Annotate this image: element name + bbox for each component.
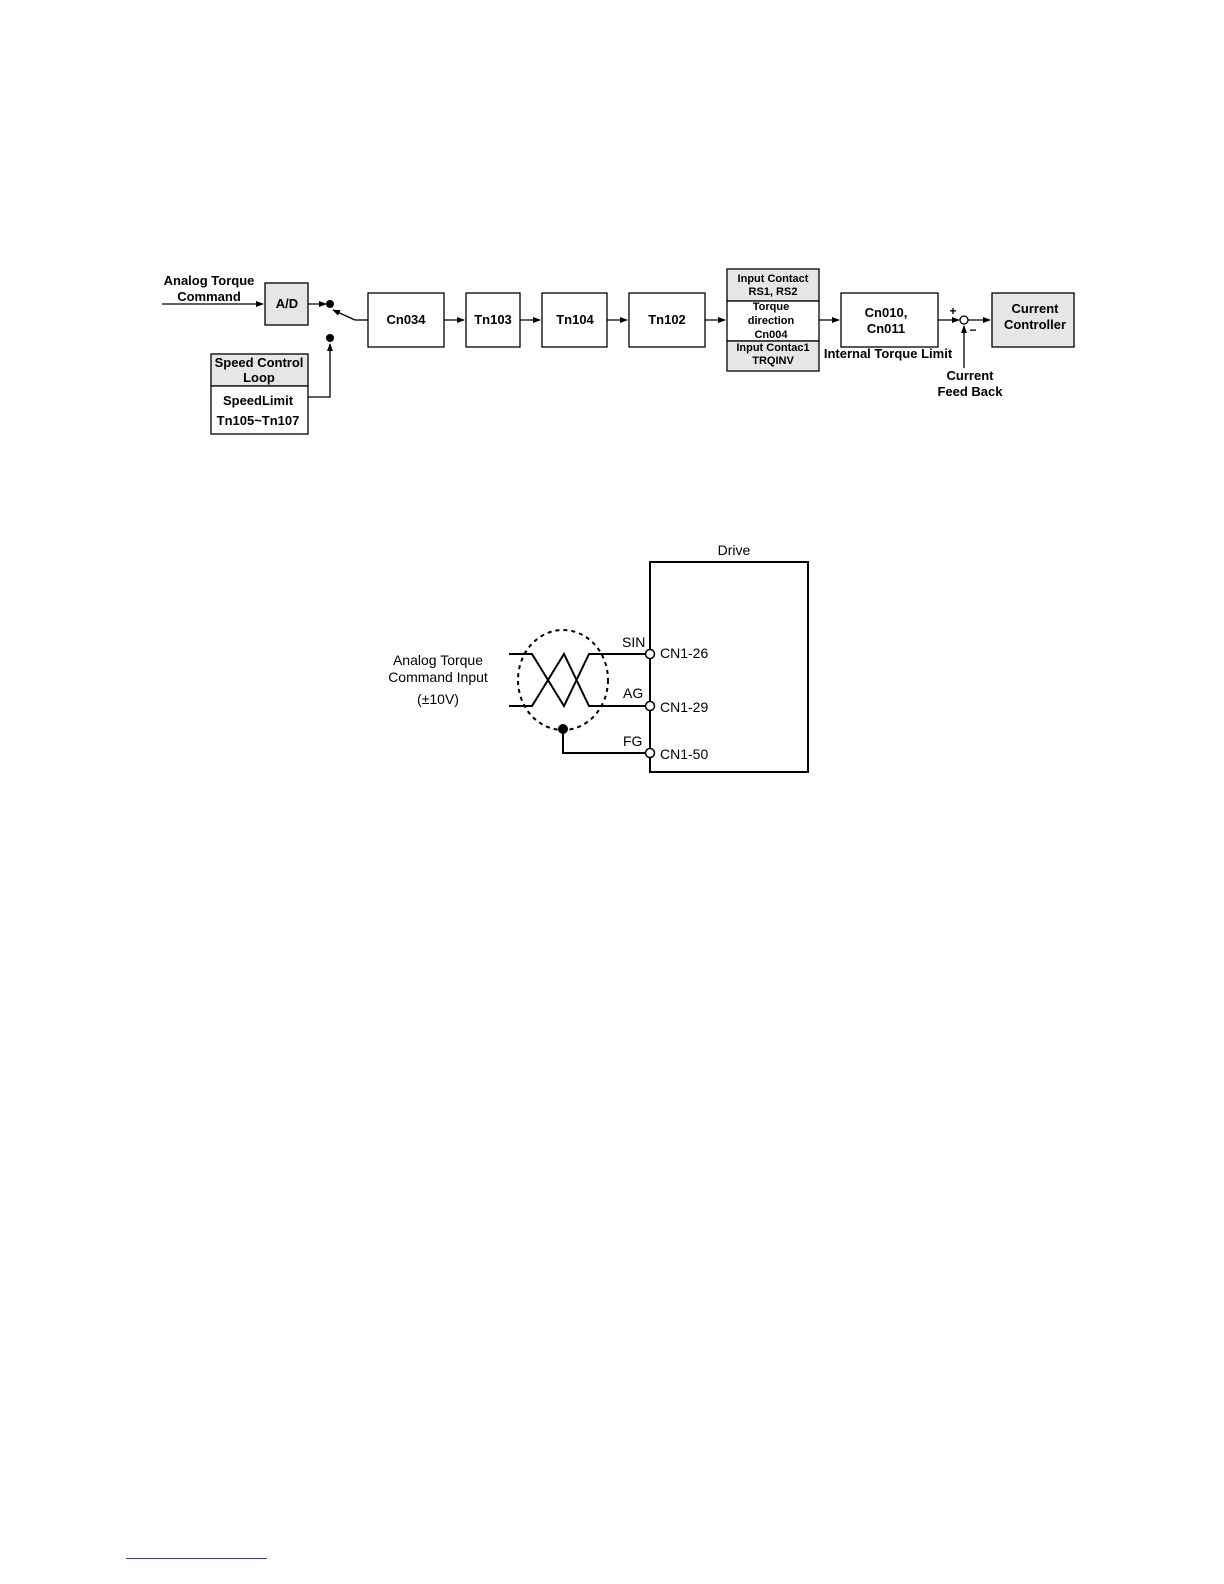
input-contact-signals: RS1, RS2 — [749, 286, 798, 298]
switch-blade — [332, 309, 356, 321]
fg-wire — [562, 729, 650, 754]
plus-sign: + — [949, 304, 956, 318]
switch-contact-bottom — [326, 334, 334, 342]
analog-torque-command-label-2: Command — [177, 289, 241, 304]
torque-label: Torque — [753, 301, 789, 313]
footnote-separator — [126, 1558, 267, 1559]
tn103-label: Tn103 — [474, 312, 512, 327]
internal-torque-limit-label: Internal Torque Limit — [824, 346, 953, 361]
trqinv-label: TRQINV — [752, 355, 794, 367]
wiring-diagram: Drive Analog Torque Command Input (±10V)… — [388, 542, 809, 773]
feedback-label: Feed Back — [937, 384, 1003, 399]
switch-contact-top — [326, 300, 334, 308]
drive-label: Drive — [718, 542, 751, 558]
tn102-box — [628, 292, 706, 348]
speed-control-loop-box — [210, 353, 309, 387]
summing-junction — [959, 315, 969, 325]
torque-block-diagram: Analog Torque Command A/D Speed Control … — [162, 268, 1075, 435]
speed-limit-label: SpeedLimit — [223, 393, 294, 408]
terminal-cn1-29 — [644, 700, 656, 712]
shield-ellipse — [517, 629, 609, 731]
sin-label: SIN — [622, 634, 645, 650]
analog-torque-command-label: Analog Torque — [164, 273, 255, 288]
cn010-label: Cn010, — [865, 305, 908, 320]
analog-torque-input-label: Analog Torque — [393, 652, 483, 668]
current-controller-box — [991, 292, 1075, 348]
tn104-label: Tn104 — [556, 312, 594, 327]
input-contact-label: Input Contact — [738, 273, 809, 285]
drive-box — [649, 561, 809, 773]
minus-sign: − — [969, 323, 976, 337]
cn011-label: Cn011 — [867, 321, 905, 336]
terminal-cn1-50 — [644, 747, 656, 759]
cn034-box — [367, 292, 445, 348]
cn1-26-label: CN1-26 — [660, 645, 708, 661]
voltage-range-label: (±10V) — [417, 691, 459, 707]
fg-label: FG — [623, 733, 642, 749]
torque-limit-box — [840, 292, 939, 348]
current-feedback-label: Current — [947, 368, 995, 383]
ad-label: A/D — [276, 296, 298, 311]
cn004-label: Cn004 — [754, 329, 788, 341]
speed-loop-label: Loop — [243, 370, 275, 385]
cn034-label: Cn034 — [386, 312, 426, 327]
input-contact-box — [726, 268, 820, 302]
command-input-label: Command Input — [388, 669, 488, 685]
cn1-50-label: CN1-50 — [660, 746, 708, 762]
speed-control-label: Speed Control — [215, 355, 304, 370]
tn102-label: Tn102 — [648, 312, 686, 327]
current-label: Current — [1012, 301, 1060, 316]
input-contact1-box — [726, 340, 820, 372]
cn1-29-label: CN1-29 — [660, 699, 708, 715]
controller-label: Controller — [1004, 317, 1066, 332]
input-contact1-label: Input Contac1 — [736, 342, 809, 354]
speed-limit-box — [210, 385, 309, 435]
ag-label: AG — [623, 685, 643, 701]
speed-limit-arrow — [308, 343, 333, 398]
direction-label: direction — [748, 315, 795, 327]
terminal-cn1-26 — [644, 648, 656, 660]
speed-limit-params: Tn105~Tn107 — [217, 413, 300, 428]
